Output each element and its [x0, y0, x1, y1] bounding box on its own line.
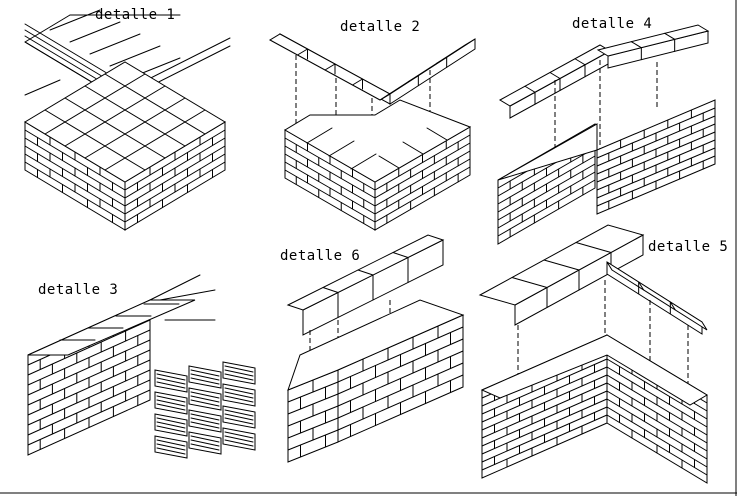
block-cell: [224, 409, 254, 417]
brick-joint: [669, 301, 676, 311]
d2-top-brick: [426, 127, 448, 141]
block-cell: [190, 399, 220, 407]
block-cell: [190, 421, 220, 429]
detail-4-label: detalle 4: [572, 16, 653, 32]
brick-joint: [524, 85, 536, 93]
block-cell: [224, 387, 254, 395]
block-cell: [224, 439, 254, 447]
d1-upper-brick: [109, 45, 161, 67]
block-cell: [190, 395, 220, 403]
detail-6-drawing: [286, 234, 465, 463]
brick-joint: [638, 281, 645, 291]
brick-joint: [357, 269, 374, 276]
detail-1-label: detalle 1: [95, 7, 176, 23]
block-cell: [190, 413, 220, 421]
brick-joint: [407, 75, 419, 83]
brick-joint: [322, 287, 339, 293]
detail-5-drawing: [478, 224, 708, 484]
d1-upper-brick: [49, 9, 101, 31]
d1-upper-brick: [69, 21, 121, 43]
d6-top-face: [287, 299, 465, 391]
block-cell: [156, 421, 186, 429]
block-cell: [224, 417, 254, 425]
block-cell: [156, 403, 186, 411]
d1-top-brick: [84, 85, 186, 147]
block-cell: [190, 391, 220, 399]
block-cell: [190, 443, 220, 451]
block-cell: [190, 435, 220, 443]
detail-2-label: detalle 2: [340, 19, 421, 35]
brick-joint: [511, 277, 548, 288]
d1-top-brick: [44, 73, 146, 135]
d1-top-brick: [64, 85, 166, 147]
block-cell: [224, 395, 254, 403]
brick-joint: [352, 78, 363, 86]
course-front: [389, 38, 476, 105]
block-cell: [156, 443, 186, 451]
brick-joint: [574, 58, 586, 66]
detail-4-drawing: [497, 24, 716, 245]
d1-top-brick: [104, 109, 206, 171]
detail-1-drawing: [24, 9, 231, 231]
block-cell: [156, 399, 186, 407]
detail-6-label: detalle 6: [280, 248, 361, 264]
d2-top-face: [284, 99, 472, 183]
d3-proj: [149, 274, 201, 301]
d1-projection: [24, 79, 61, 96]
brick-joint: [436, 56, 448, 64]
d2-top-brick: [306, 127, 333, 144]
block-cell: [224, 435, 254, 443]
d1-upper-course-line: [24, 29, 116, 85]
brick-joint: [392, 252, 409, 258]
block-cell: [156, 395, 186, 403]
brick-joint: [664, 32, 676, 40]
block-cell: [156, 447, 186, 455]
brick-joint: [543, 259, 580, 271]
brick-joint: [297, 48, 308, 56]
brick-joint: [549, 72, 561, 79]
d3-proj: [159, 289, 216, 301]
block-cell: [224, 373, 254, 381]
detail-2-drawing: [268, 33, 476, 231]
d1-top-brick: [84, 97, 186, 159]
detail-3-drawing: [27, 274, 256, 459]
brick-joint: [324, 63, 336, 71]
block-cell: [156, 425, 186, 433]
d2-upper-right-course: [379, 38, 476, 101]
d4-joint: [497, 123, 598, 181]
block-cell: [156, 381, 186, 389]
block-cell: [190, 377, 220, 385]
brick-joint: [630, 41, 642, 49]
d1-upper-end: [24, 14, 71, 43]
brick-joint: [575, 242, 612, 253]
block-cell: [190, 417, 220, 425]
block-cell: [156, 377, 186, 385]
d1-top-brick: [104, 73, 206, 135]
block-cell: [190, 373, 220, 381]
block-cell: [224, 413, 254, 421]
d2-top-brick: [402, 141, 424, 155]
block-cell: [224, 391, 254, 399]
d1-upper-course-line: [24, 23, 116, 79]
d5-right-slab: [606, 261, 708, 331]
block-cell: [190, 439, 220, 447]
d2-top-brick: [350, 153, 377, 170]
detail-3-label: detalle 3: [38, 282, 119, 298]
d2-top-brick: [378, 155, 400, 169]
d2-top-brick: [328, 140, 355, 157]
d1-upper-brick: [89, 33, 141, 55]
block-cell: [156, 439, 186, 447]
detail-5-label: detalle 5: [648, 239, 729, 255]
block-cell: [224, 431, 254, 439]
block-cell: [156, 373, 186, 381]
d1-top-brick: [44, 109, 146, 171]
block-cell: [224, 369, 254, 377]
block-cell: [224, 365, 254, 373]
block-cell: [156, 417, 186, 425]
d5-top-face: [480, 334, 708, 406]
block-cell: [190, 369, 220, 377]
d1-top-brick: [64, 97, 166, 159]
